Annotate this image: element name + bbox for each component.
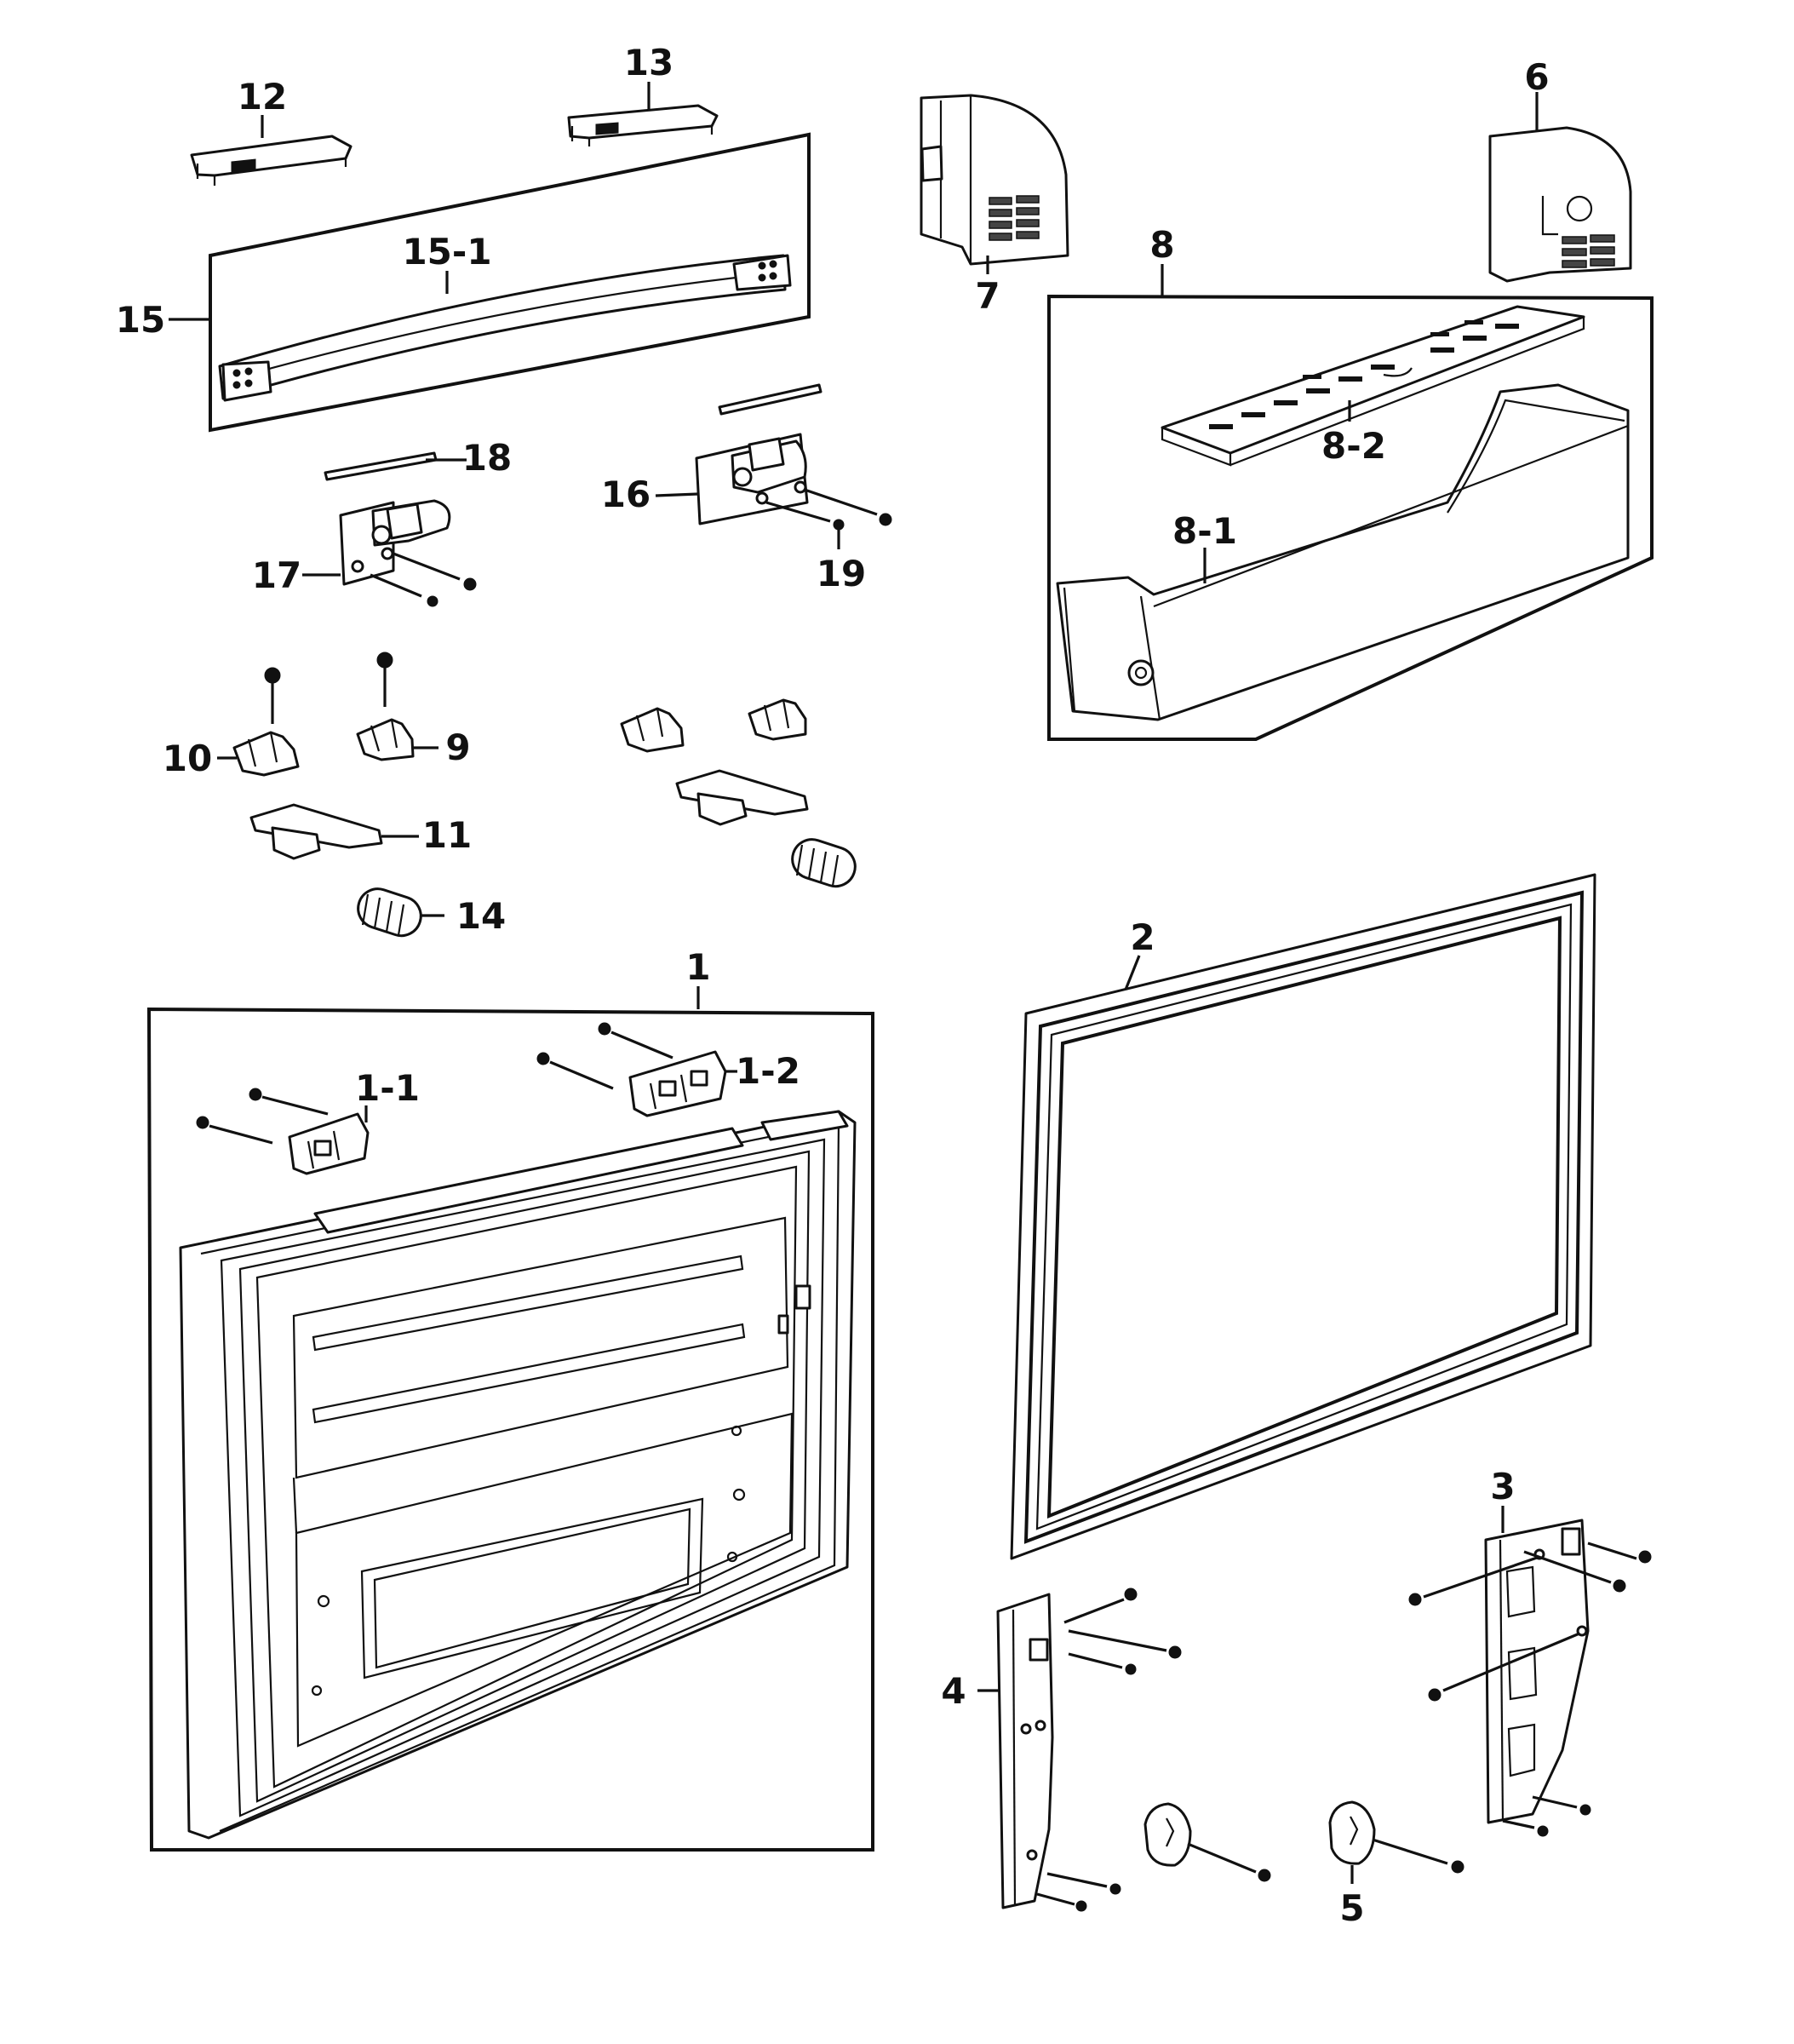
label-15: 15 <box>116 299 165 341</box>
hinge-icon <box>695 433 809 525</box>
label-16: 16 <box>601 474 651 515</box>
door-cap-icon <box>920 94 1069 266</box>
pin-icon <box>324 451 438 481</box>
label-8-2: 8-2 <box>1321 425 1386 467</box>
handle-panel-icon <box>209 132 811 433</box>
door-assembly <box>146 1007 874 1852</box>
gasket-icon <box>1010 873 1596 1560</box>
door-cap-icon <box>1488 126 1632 283</box>
screw-icon <box>393 552 477 591</box>
label-5: 5 <box>1339 1887 1364 1929</box>
screw-icon <box>1408 1542 1652 1837</box>
roller-icon <box>1143 1802 1271 1882</box>
screw-icon <box>376 652 393 707</box>
bracket-icon <box>628 1050 727 1117</box>
pin-icon <box>718 383 822 416</box>
bracket-icon <box>288 1112 370 1175</box>
vent-icon <box>1562 234 1615 268</box>
label-13: 13 <box>624 42 673 83</box>
screw-icon <box>765 501 845 531</box>
label-8-1: 8-1 <box>1172 510 1237 552</box>
lower-hinge-icon <box>675 769 809 826</box>
label-6: 6 <box>1524 56 1549 98</box>
label-15-1: 15-1 <box>402 231 491 273</box>
label-1-2: 1-2 <box>736 1050 800 1092</box>
screw-icon <box>804 488 892 526</box>
screw-icon <box>1036 1588 1182 1912</box>
label-8: 8 <box>1149 224 1174 266</box>
label-1: 1 <box>685 946 710 988</box>
hinge-block-icon <box>748 698 807 741</box>
handle-icon <box>218 254 792 402</box>
hinge-block-icon <box>356 718 415 761</box>
spring-icon <box>357 887 422 938</box>
label-11: 11 <box>422 814 472 856</box>
hinge-cover-icon <box>567 104 719 146</box>
label-4: 4 <box>941 1670 966 1712</box>
callout-labels: 12 13 15 15-1 6 7 8 8-2 8-1 18 16 19 17 … <box>116 42 1550 1929</box>
hinge-cover-icon <box>190 135 352 186</box>
screw-icon <box>370 573 438 607</box>
screw-icon <box>264 667 281 724</box>
bracket-icon <box>1484 1519 1590 1824</box>
label-9: 9 <box>445 726 470 768</box>
label-1-1: 1-1 <box>355 1067 420 1109</box>
label-2: 2 <box>1130 916 1155 958</box>
label-3: 3 <box>1490 1466 1515 1507</box>
screw-icon <box>196 1022 673 1145</box>
door-icon <box>179 1110 857 1840</box>
bin-cover-icon <box>1161 305 1585 467</box>
label-18: 18 <box>462 437 512 479</box>
roller-icon <box>1328 1800 1464 1874</box>
label-10: 10 <box>163 738 212 779</box>
door-bin-assembly <box>1047 294 1654 741</box>
label-14: 14 <box>456 895 506 937</box>
label-17: 17 <box>252 554 301 596</box>
hinge-icon <box>339 499 451 586</box>
bracket-icon <box>996 1593 1054 1909</box>
label-7: 7 <box>975 275 1000 317</box>
label-12: 12 <box>238 76 287 118</box>
hinge-block-icon <box>620 707 685 753</box>
label-19: 19 <box>817 553 866 594</box>
leader-lines <box>169 82 1539 1884</box>
spring-icon <box>791 838 857 888</box>
hinge-block-icon <box>232 731 300 777</box>
vent-icon <box>989 195 1040 241</box>
lower-hinge-icon <box>249 803 383 860</box>
bin-icon <box>1056 383 1630 721</box>
